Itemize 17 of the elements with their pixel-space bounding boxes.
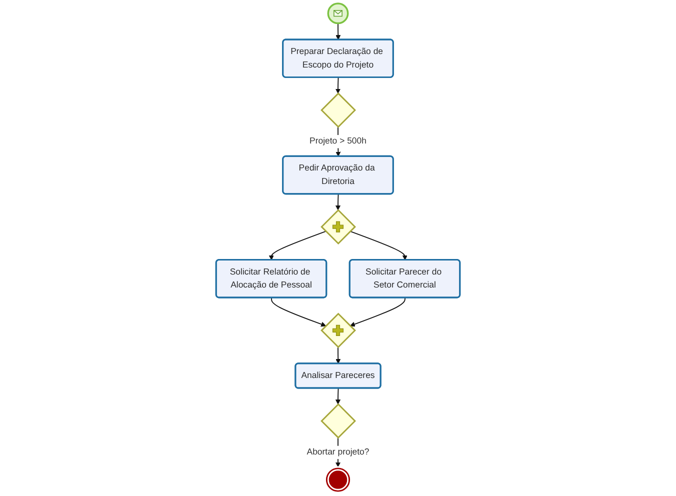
node-circle [324,466,352,494]
arrow [336,346,341,364]
edge-label: Abortar projeto? [306,446,370,457]
arrow [268,230,326,260]
node-circle [327,2,349,24]
arrow [350,230,408,260]
arrow [335,77,341,94]
node-diamond [320,312,356,348]
arrow [350,297,406,327]
node-diamond [320,209,356,245]
arrow [335,194,341,210]
arrow [336,22,341,40]
node-diamond [320,92,356,128]
arrow [335,388,341,405]
arrow [271,297,326,327]
edge-label: Projeto > 500h [310,136,366,146]
node-diamond [320,403,356,439]
